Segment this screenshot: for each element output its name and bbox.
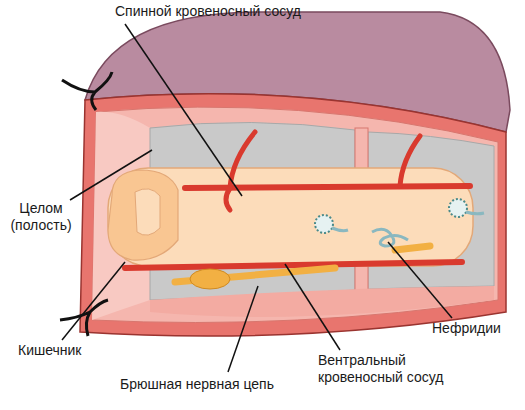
leader-line <box>70 150 152 200</box>
leader-line <box>228 286 258 372</box>
nephrostome <box>315 215 333 233</box>
ganglion <box>190 269 230 289</box>
part-label: Целом (полость) <box>4 200 78 234</box>
nephrostome <box>449 199 467 217</box>
nephridium-tube <box>332 228 348 231</box>
ventral-vessel <box>125 262 462 268</box>
body-wall <box>80 94 506 336</box>
nephridium-tube <box>466 212 484 214</box>
leader-line <box>285 264 340 350</box>
lateral-vessel <box>400 136 420 186</box>
leader-line <box>125 24 242 196</box>
lateral-vessel <box>230 132 255 188</box>
lateral-vessel <box>226 188 230 210</box>
nephridium <box>372 199 484 246</box>
part-label: Нефридии <box>432 320 501 337</box>
nephridium <box>315 215 348 233</box>
intestine-section <box>108 170 178 260</box>
pin-mark <box>62 72 112 110</box>
leader-line <box>62 262 125 340</box>
intestine-lumen <box>135 189 160 235</box>
leader-line <box>388 242 452 318</box>
pin-mark <box>60 300 108 336</box>
nerve-cord <box>395 246 430 250</box>
intestine <box>108 168 473 266</box>
leader-lines <box>62 24 452 372</box>
part-label: Спинной кровеносный сосуд <box>115 3 301 20</box>
body-floor <box>150 286 494 317</box>
body-wall-inner <box>92 107 498 322</box>
part-label: Брюшная нервная цепь <box>120 376 274 393</box>
part-label: Кишечник <box>18 342 82 359</box>
part-label: Вентральный кровеносный сосуд <box>318 352 468 386</box>
